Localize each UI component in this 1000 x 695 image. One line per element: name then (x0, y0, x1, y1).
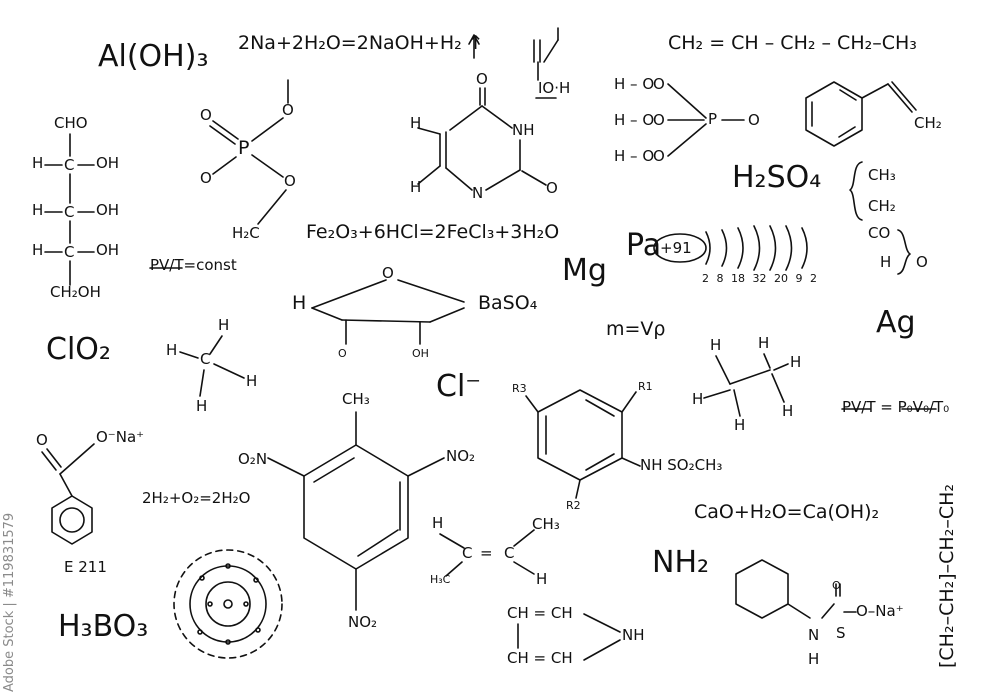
iron-oxide-reaction: Fe₂O₃+6HCl=2FeCl₃+3H₂O (306, 221, 560, 243)
brace-o: O (916, 253, 928, 271)
combined-gas-law: PV/T = P₀V₀/T₀ (842, 398, 950, 416)
phosphate-o3: O (200, 169, 212, 187)
aniline-r1: R1 (638, 380, 653, 393)
glucose-oh2: OH (96, 201, 120, 219)
vinyl-alcohol-label: IO·H (538, 79, 571, 97)
styrene-ch2: CH₂ (914, 114, 942, 132)
ethane-h5: H (734, 416, 746, 434)
glucose-h3: H (32, 241, 44, 259)
ethane-h4: H (692, 390, 704, 408)
sulfamate-h: H (808, 650, 820, 668)
protactinium-charge: +91 (660, 239, 692, 257)
brace-ch2: CH₂ (868, 197, 896, 215)
aniline-r2: R2 (566, 499, 581, 512)
butene-c2: C (504, 544, 515, 562)
brace-ch3: CH₃ (868, 166, 896, 184)
butene-eq: = (480, 544, 493, 562)
pyrrole-bottom: CH = CH (507, 649, 573, 667)
phosphoric-o3: O (653, 147, 665, 165)
butene-h3c: H₃C (430, 573, 451, 586)
phosphoric-ho2: H – O (614, 111, 655, 129)
phosphoric-o4: O (748, 111, 760, 129)
butene-ch3: CH₃ (532, 515, 560, 533)
amino-group: NH₂ (652, 545, 710, 580)
phosphoric-o2: O (653, 111, 665, 129)
uracil-nh: NH (512, 121, 535, 139)
phosphoric-ho3: H – O (614, 147, 655, 165)
sulfamate-ona: O–Na⁺ (856, 602, 904, 620)
e211-label: E 211 (64, 558, 107, 576)
sodium-water-reaction: 2Na+2H₂O=2NaOH+H₂ ↑ (238, 32, 484, 54)
sulfamate-s: S (836, 624, 846, 642)
phosphoric-ho1: H – O (614, 75, 655, 93)
phosphoric-p: P (708, 110, 718, 128)
glucose-cho: CHO (54, 114, 88, 132)
protactinium-symbol: Pa (626, 228, 662, 263)
protactinium-shells: 2 8 18 32 20 9 2 (702, 272, 817, 285)
pentene-chain: CH₂ = CH – CH₂ – CH₂–CH₃ (668, 32, 917, 54)
benzoate-o: O (36, 431, 48, 449)
ethane-h3: H (790, 353, 802, 371)
calcium-oxide-reaction: CaO+H₂O=Ca(OH)₂ (694, 501, 880, 523)
phosphate-o2: O (282, 101, 294, 119)
methane-h-right: H (246, 372, 258, 390)
boric-acid: H₃BO₃ (58, 609, 149, 644)
aniline-r3: R3 (512, 382, 527, 395)
ethane-h2: H (758, 334, 770, 352)
phosphate-o1: O (200, 106, 212, 124)
glucose-oh1: OH (96, 154, 120, 172)
uracil-o-top: O (476, 70, 488, 88)
uracil-n: N (472, 184, 484, 202)
phosphate-o4: O (284, 172, 296, 190)
phosphate-h2c: H₂C (232, 224, 260, 242)
tnt-no2-bottom: NO₂ (348, 613, 378, 631)
glucose-h1: H (32, 154, 44, 172)
ethane-h6: H (782, 402, 794, 420)
pyrrole-nh: NH (622, 626, 645, 644)
aniline-nhso2ch3: NH SO₂CH₃ (640, 456, 723, 474)
methane-h-bottom: H (196, 397, 208, 415)
ring-h: H (292, 292, 307, 314)
silver: Ag (876, 305, 916, 340)
pyrrole-top: CH = CH (507, 604, 573, 622)
density-formula: m=Vρ (606, 318, 666, 340)
brace-h: H (880, 253, 892, 271)
benzoate-ona: O⁻Na⁺ (96, 428, 145, 446)
aluminium-hydroxide: Al(OH)₃ (98, 39, 209, 74)
sulfamate-n: N (808, 626, 820, 644)
butene-h1: H (432, 514, 444, 532)
barium-sulfate: BaSO₄ (478, 292, 538, 314)
glucose-c3: C (64, 243, 75, 261)
ring-o-top: O (382, 264, 394, 282)
glucose-h2: H (32, 201, 44, 219)
tnt-no2-right: NO₂ (446, 447, 476, 465)
uracil-h1: H (410, 114, 422, 132)
phosphate-p: P (238, 137, 250, 159)
glucose-ch2oh: CH₂OH (50, 283, 101, 301)
hydrogen-combustion: 2H₂+O₂=2H₂O (142, 489, 251, 507)
methane-c: C (200, 350, 211, 368)
ethane-h1: H (710, 336, 722, 354)
chloride-ion: Cl⁻ (436, 369, 482, 404)
brace-co: CO (868, 224, 891, 242)
uracil-h2: H (410, 178, 422, 196)
phosphoric-o1: O (653, 75, 665, 93)
methane-h-top: H (218, 316, 230, 334)
sulfuric-acid: H₂SO₄ (732, 160, 822, 195)
butene-c1: C (462, 544, 473, 562)
tnt-o2n: O₂N (238, 450, 268, 468)
uracil-o-right: O (546, 179, 558, 197)
tnt-ch3: CH₃ (342, 390, 370, 408)
methane-h-left: H (166, 341, 178, 359)
glucose-c2: C (64, 203, 75, 221)
glucose-oh3: OH (96, 241, 120, 259)
magnesium: Mg (562, 253, 607, 288)
butene-h2: H (536, 570, 548, 588)
glucose-c1: C (64, 156, 75, 174)
chlorine-dioxide: ClO₂ (46, 332, 111, 367)
ring-oh: OH (412, 347, 429, 360)
ring-o-bottom: O (338, 347, 347, 360)
